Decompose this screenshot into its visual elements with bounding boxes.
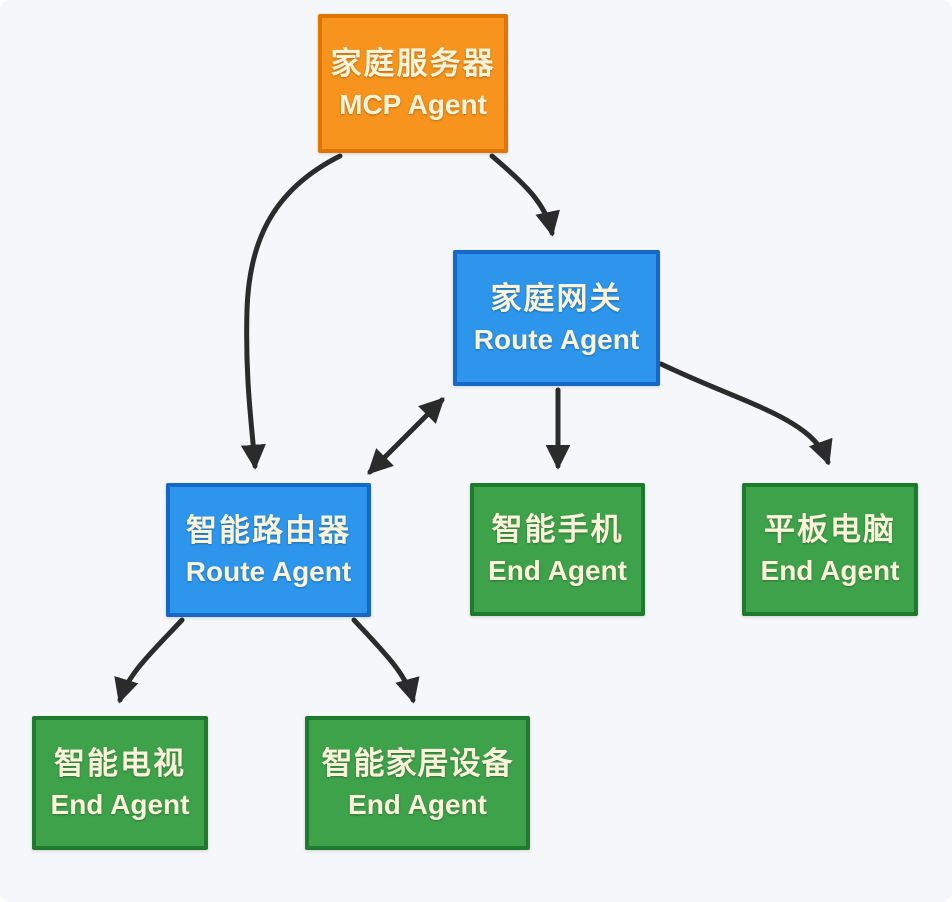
node-smart-home-devices: 智能家居设备 End Agent xyxy=(305,716,530,850)
node-smart-tv-title: 智能电视 xyxy=(54,745,186,781)
node-home-gateway: 家庭网关 Route Agent xyxy=(453,250,660,386)
node-smart-router: 智能路由器 Route Agent xyxy=(166,483,371,617)
node-smart-tv-subtitle: End Agent xyxy=(50,788,190,820)
edge-homeserver-to-smartrouter xyxy=(240,153,343,470)
node-tablet-title: 平板电脑 xyxy=(764,512,896,547)
edge-homegateway-to-tablet xyxy=(658,361,833,466)
node-smart-home-devices-subtitle: End Agent xyxy=(348,788,487,820)
node-smartphone: 智能手机 End Agent xyxy=(470,483,645,616)
node-smart-tv: 智能电视 End Agent xyxy=(32,716,208,850)
node-tablet: 平板电脑 End Agent xyxy=(742,483,918,616)
node-smart-router-subtitle: Route Agent xyxy=(185,555,352,587)
node-smartphone-title: 智能手机 xyxy=(491,512,624,547)
node-home-gateway-title: 家庭网关 xyxy=(490,280,623,316)
node-smart-router-title: 智能路由器 xyxy=(186,512,351,548)
node-home-server-title: 家庭服务器 xyxy=(330,46,496,81)
edge-smartrouter-to-smarttv xyxy=(114,617,185,704)
edge-homeserver-to-homegateway xyxy=(489,153,560,237)
node-smart-home-devices-title: 智能家居设备 xyxy=(321,745,514,781)
edge-smartrouter-to-smarthomedevices xyxy=(351,617,420,704)
node-home-server-subtitle: MCP Agent xyxy=(339,89,487,120)
edge-homegateway-smartrouter-bidirectional xyxy=(367,397,445,475)
node-tablet-subtitle: End Agent xyxy=(760,555,900,586)
node-home-server: 家庭服务器 MCP Agent xyxy=(318,14,508,153)
node-home-gateway-subtitle: Route Agent xyxy=(473,323,640,355)
node-smartphone-subtitle: End Agent xyxy=(488,555,627,586)
